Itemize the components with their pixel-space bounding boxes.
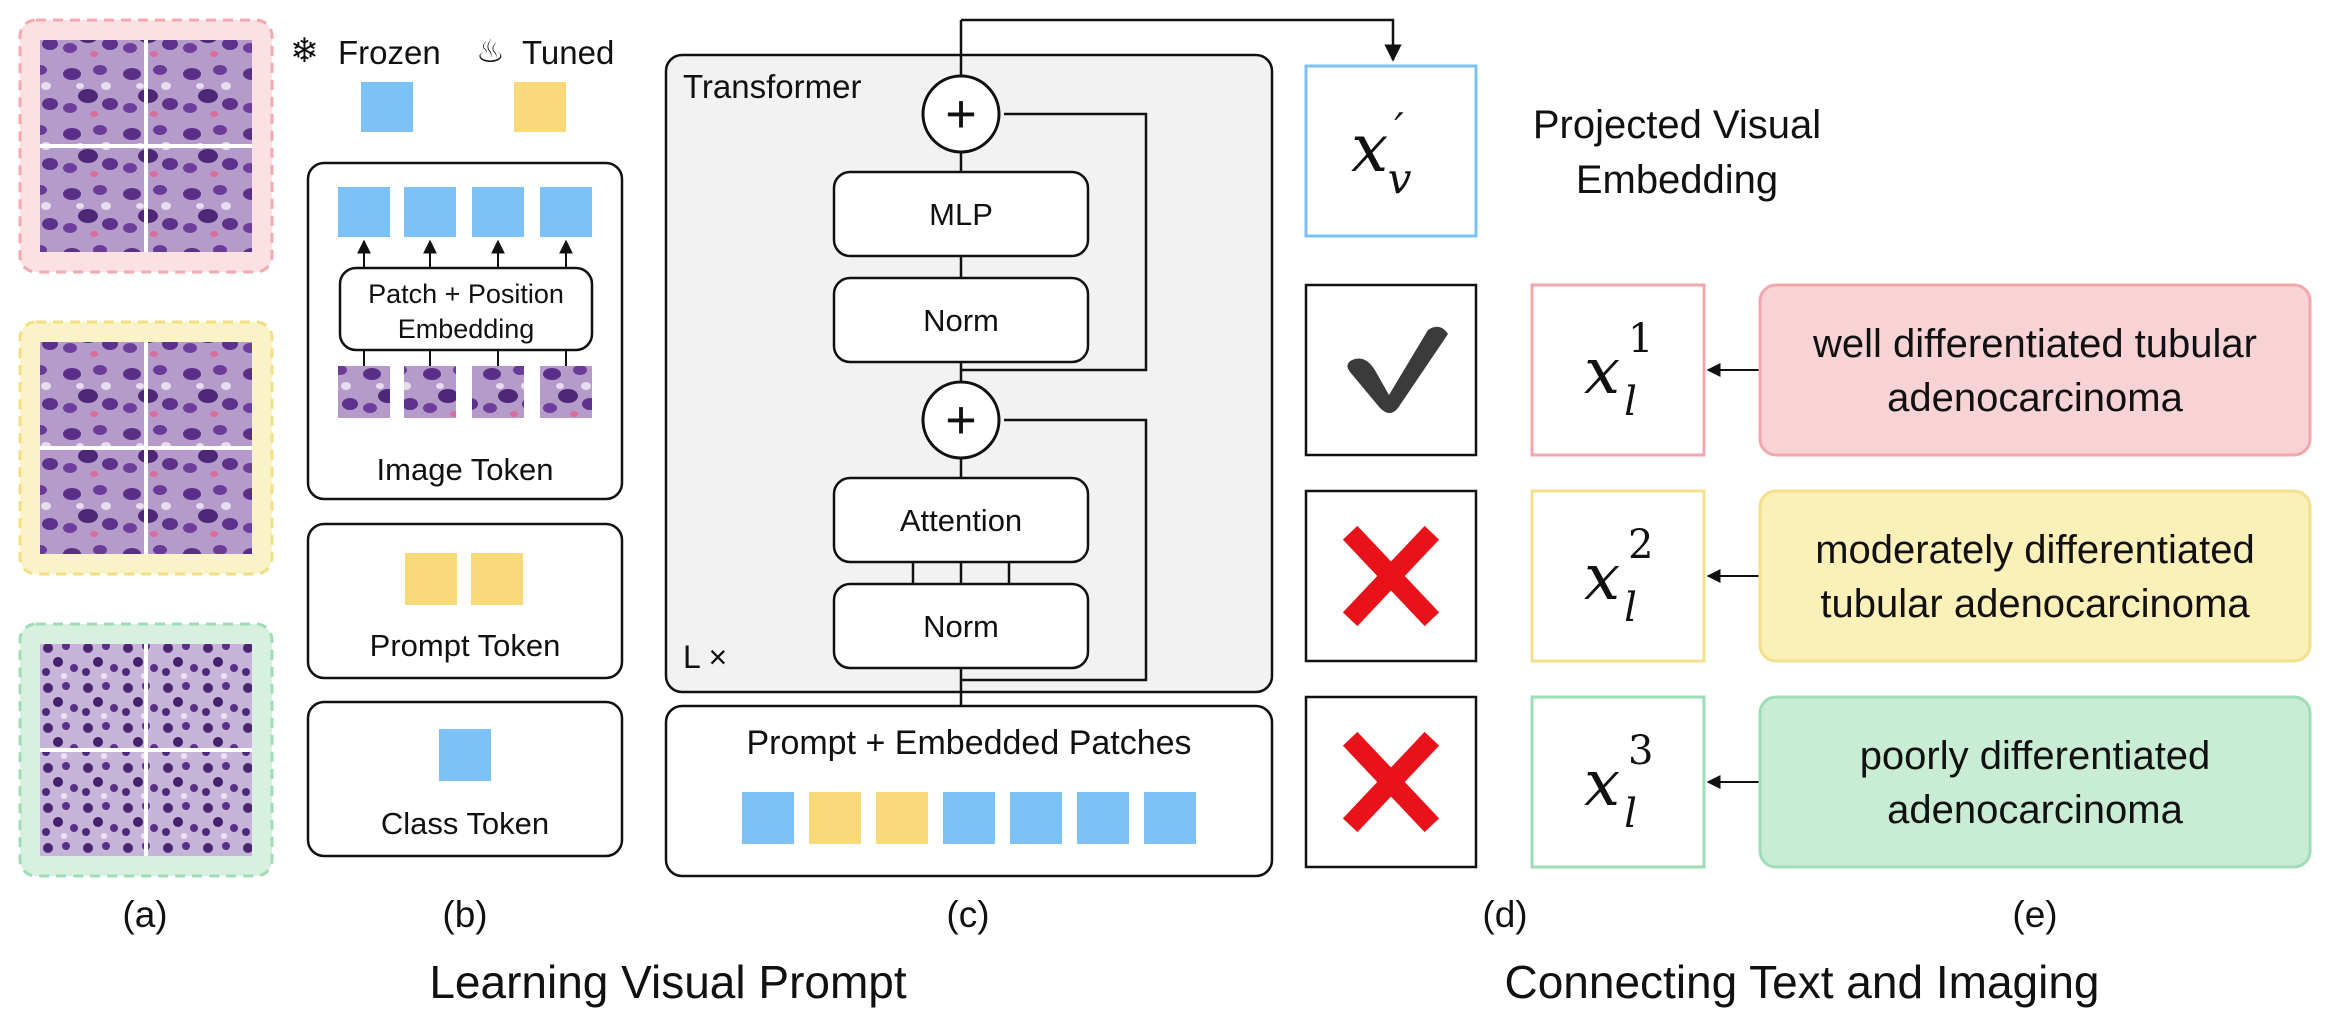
patch-position-embedding-box xyxy=(338,266,594,352)
add-node-bottom: + xyxy=(921,380,1001,460)
class-text-box-3 xyxy=(1758,695,2312,869)
class-text-3-line1: poorly differentiated xyxy=(1860,734,2211,778)
section-title-right: Connecting Text and Imaging xyxy=(1505,956,2100,1008)
repeat-label: L × xyxy=(683,639,727,675)
norm-bottom-label: Norm xyxy=(923,609,999,644)
text-embedding-box-3 xyxy=(1530,695,1706,869)
caption-c: (c) xyxy=(946,894,989,935)
panel-d: x′v Projected Visual Embedding xyxy=(1304,64,1821,869)
section-title-left: Learning Visual Prompt xyxy=(429,956,907,1008)
projected-visual-label-2: Embedding xyxy=(1576,158,1778,202)
patch-thumbnails xyxy=(338,366,592,418)
panel-b: Patch + Position Embedding Image Token P… xyxy=(306,161,624,858)
captions: (a) (b) (c) (d) (e) xyxy=(122,894,2057,935)
legend: ❄ Frozen ♨ Tuned xyxy=(290,32,614,132)
tissue-tile-poor xyxy=(18,622,274,878)
text-arrows xyxy=(1706,363,1760,789)
text-embedding-superscript-2: 2 xyxy=(1628,522,1653,568)
transformer-label: Transformer xyxy=(683,68,861,105)
class-text-2-line1: moderately differentiated xyxy=(1815,528,2255,572)
embedded-patch-square xyxy=(1010,792,1062,844)
prompt-patch-square xyxy=(876,792,928,844)
text-embedding-box-1 xyxy=(1530,283,1706,457)
patch-thumbnail xyxy=(338,366,390,418)
text-embedding-superscript-3: 3 xyxy=(1628,728,1653,774)
class-text-box-1 xyxy=(1758,283,2312,457)
plus-icon: + xyxy=(945,390,977,450)
caption-e: (e) xyxy=(2012,894,2057,935)
class-token-square xyxy=(439,729,491,781)
prompt-token-square xyxy=(405,553,457,605)
embedded-patches-label: Prompt + Embedded Patches xyxy=(746,724,1191,762)
embedding-label: Embedding xyxy=(398,314,535,344)
class-text-1-line1: well differentiated tubular xyxy=(1812,322,2257,366)
patch-thumbnail xyxy=(472,366,524,418)
embedded-patch-square xyxy=(1077,792,1129,844)
patch-thumbnail xyxy=(404,366,456,418)
tissue-tile-moderate xyxy=(18,320,274,576)
transformer-box xyxy=(664,53,1274,694)
tissue-tile-well xyxy=(18,18,274,274)
embedded-patch-square xyxy=(742,792,794,844)
mlp-label: MLP xyxy=(929,197,993,232)
token-square xyxy=(338,187,390,237)
caption-d: (d) xyxy=(1482,894,1527,935)
panel-c: Transformer L × + MLP Norm + xyxy=(664,18,1402,878)
prompt-token-square xyxy=(471,553,523,605)
patch-position-label: Patch + Position xyxy=(368,279,564,309)
attention-box xyxy=(832,476,1090,564)
norm-top-box xyxy=(832,276,1090,364)
legend-tuned-swatch xyxy=(514,82,566,132)
norm-top-label: Norm xyxy=(923,303,999,338)
patch-thumbnail xyxy=(540,366,592,418)
image-token-label: Image Token xyxy=(377,452,554,487)
class-text-2-line2: tubular adenocarcinoma xyxy=(1820,582,2250,626)
text-embedding-box-2 xyxy=(1530,489,1706,663)
panel-a xyxy=(18,18,274,878)
section-titles: Learning Visual Prompt Connecting Text a… xyxy=(429,956,2099,1008)
attention-label: Attention xyxy=(900,503,1022,538)
add-node-top: + xyxy=(921,74,1001,154)
cross-icon xyxy=(1342,525,1440,627)
plus-icon: + xyxy=(945,84,977,144)
check-icon xyxy=(1347,326,1448,413)
image-token-squares xyxy=(338,187,592,237)
text-embedding-superscript-1: 1 xyxy=(1628,316,1653,362)
legend-frozen-label: Frozen xyxy=(338,34,441,71)
class-text-box-2 xyxy=(1758,489,2312,663)
class-text-1-line2: adenocarcinoma xyxy=(1887,376,2183,420)
cross-icon xyxy=(1342,731,1440,833)
caption-b: (b) xyxy=(442,894,487,935)
embedded-patch-square xyxy=(1144,792,1196,844)
token-square xyxy=(540,187,592,237)
prompt-token-label: Prompt Token xyxy=(370,628,561,663)
embedded-patch-square xyxy=(943,792,995,844)
class-token-label: Class Token xyxy=(381,806,549,841)
norm-bottom-box xyxy=(832,582,1090,670)
legend-frozen-swatch xyxy=(361,82,413,132)
projected-visual-label-1: Projected Visual xyxy=(1533,103,1821,147)
token-square xyxy=(472,187,524,237)
mlp-box xyxy=(832,170,1090,258)
fire-icon: ♨ xyxy=(476,33,505,69)
token-square xyxy=(404,187,456,237)
prompt-patch-square xyxy=(809,792,861,844)
result-box-1 xyxy=(1304,283,1478,457)
embedded-patch-sequence xyxy=(742,792,1196,844)
projected-visual-box xyxy=(1304,64,1478,238)
prompt-token-box xyxy=(306,522,624,680)
caption-a: (a) xyxy=(122,894,167,935)
class-text-3-line2: adenocarcinoma xyxy=(1887,788,2183,832)
transformer-connections xyxy=(911,18,1402,710)
legend-tuned-label: Tuned xyxy=(522,34,614,71)
snowflake-icon: ❄ xyxy=(290,32,319,70)
projected-visual-symbol: x′v xyxy=(1351,104,1412,203)
